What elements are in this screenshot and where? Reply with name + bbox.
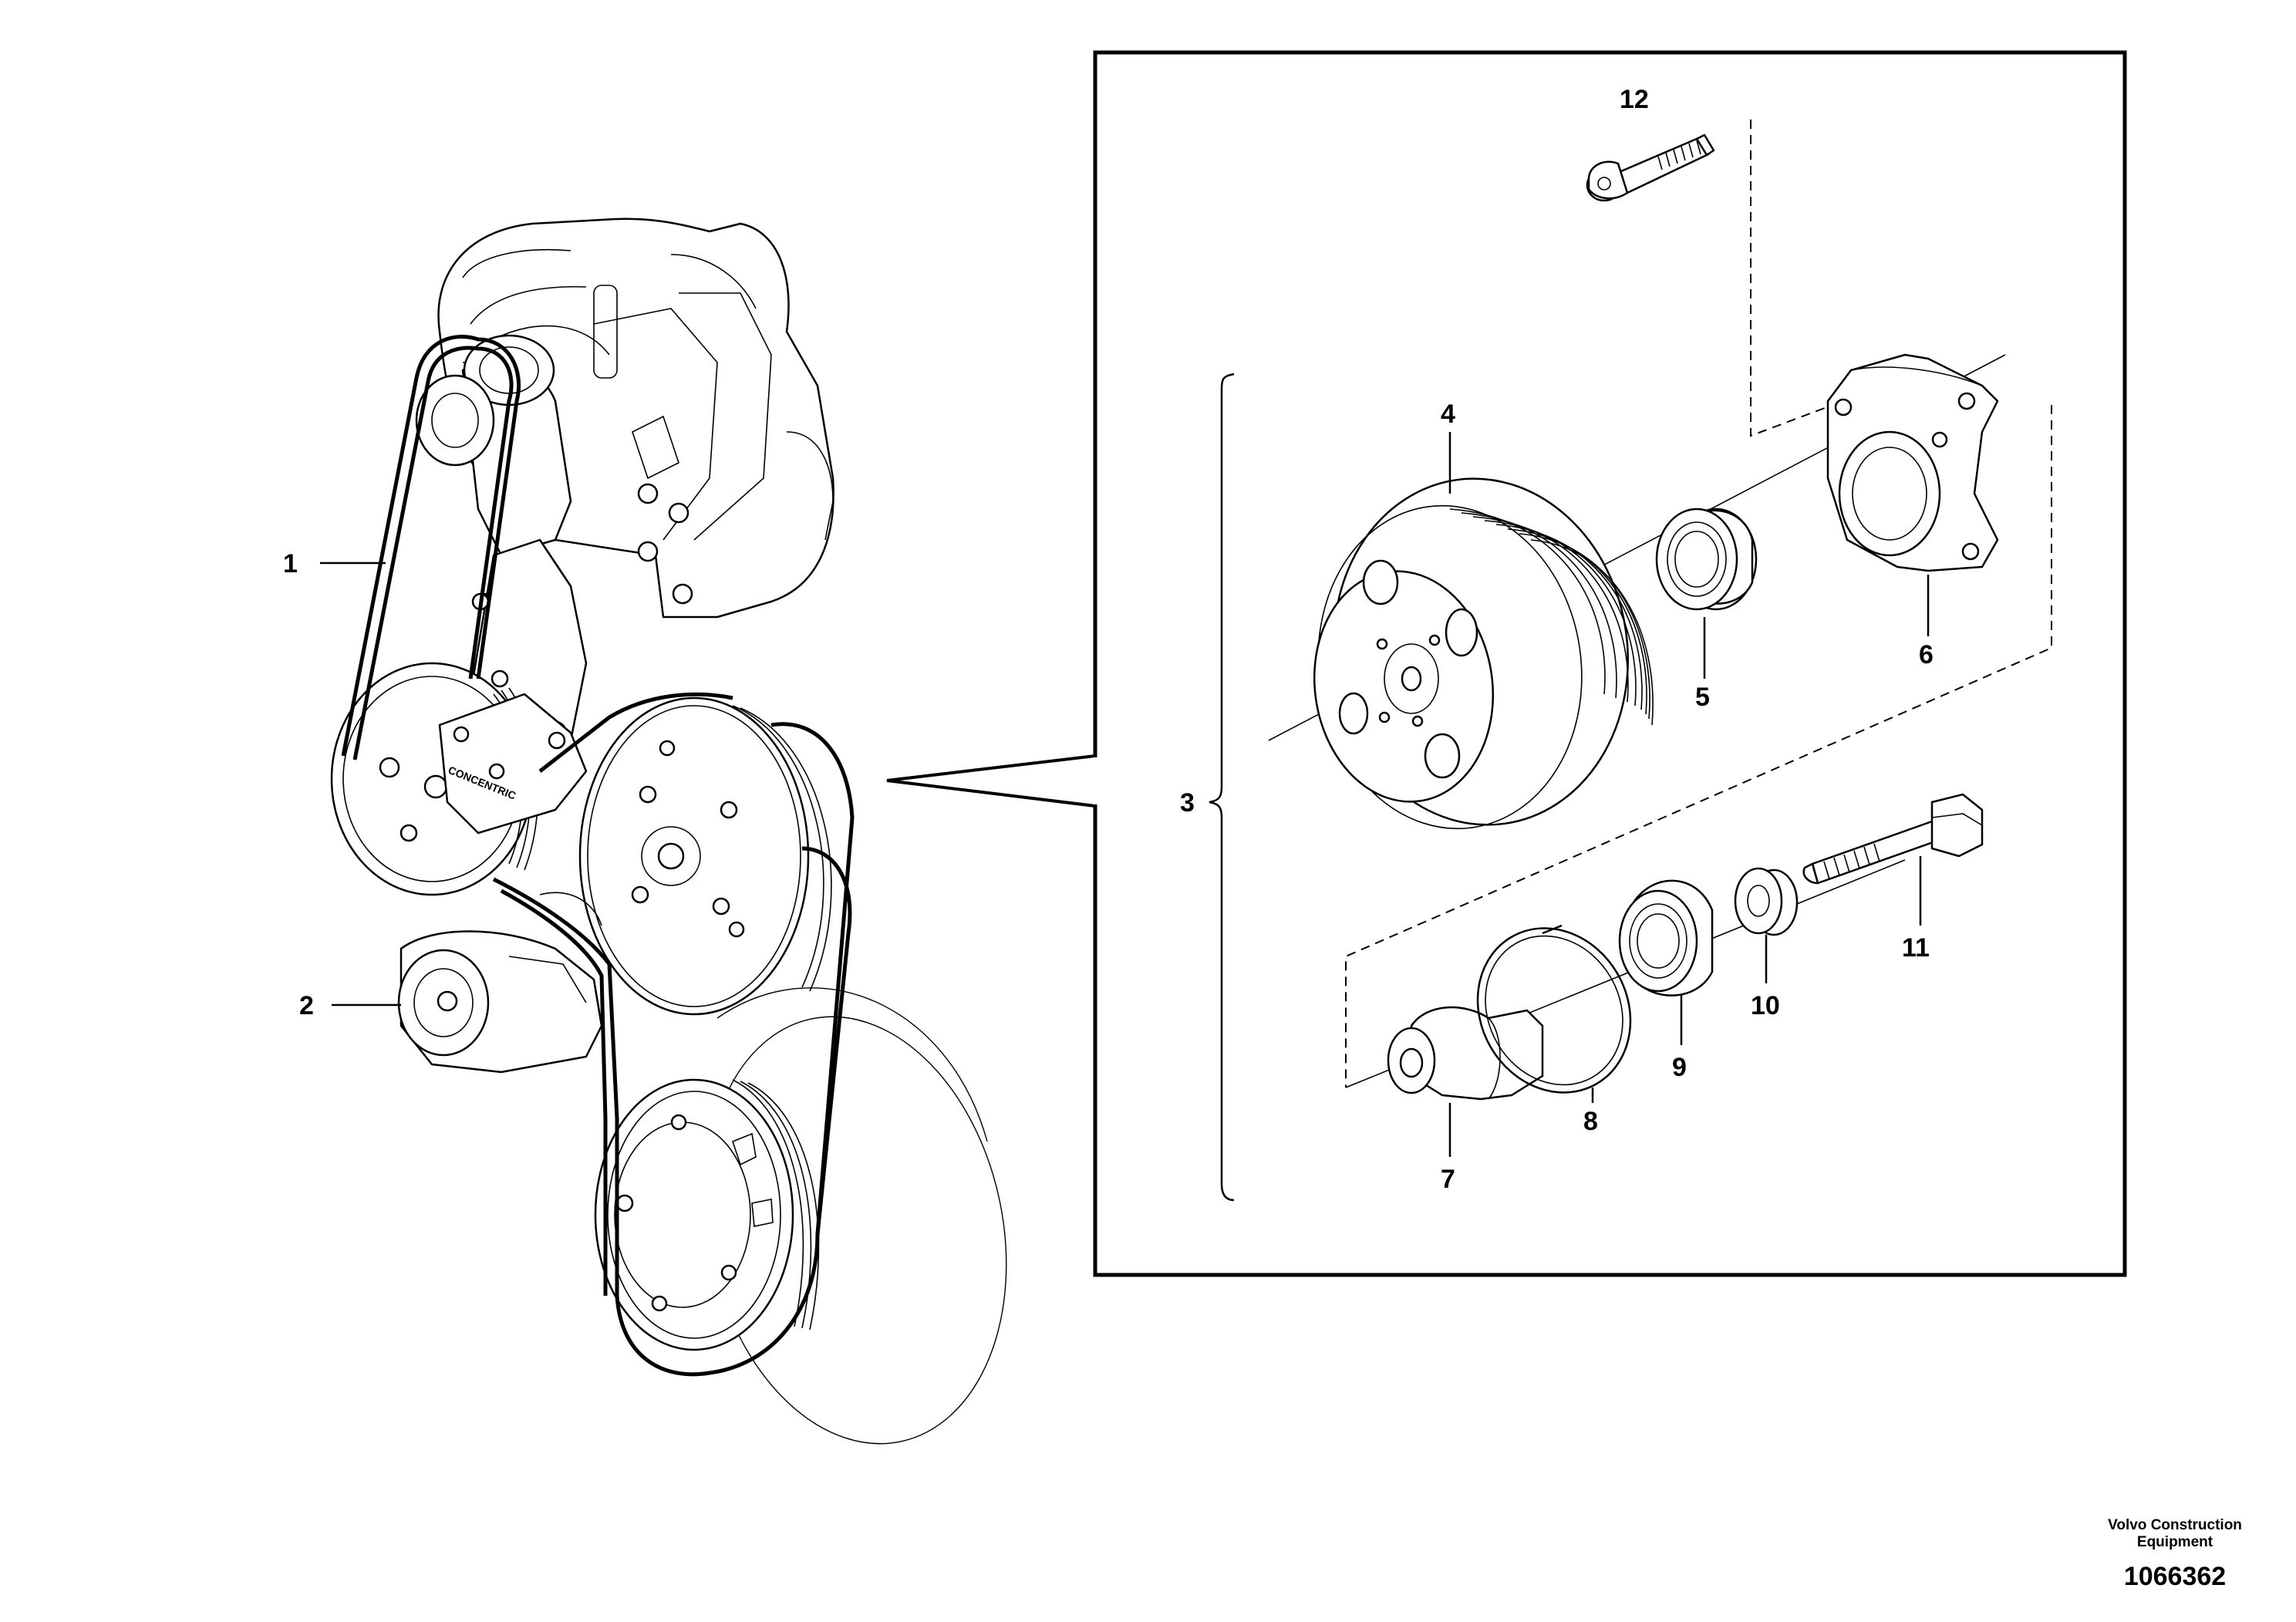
part-4-pulley: [1313, 477, 1654, 830]
part-8-circlip: [1476, 924, 1632, 1094]
fan-drive-pulley: [578, 696, 832, 1016]
crankshaft-pulley: [594, 1078, 820, 1351]
callout-7: 7: [1441, 1165, 1455, 1194]
callout-8: 8: [1583, 1107, 1598, 1136]
part-7-spacer: [1387, 1006, 1544, 1101]
part-6-hub: [1826, 353, 1999, 572]
tensioner-body: CONCENTRIC: [438, 693, 588, 835]
drive-belt: [341, 335, 855, 1377]
top-pulley: [415, 334, 572, 557]
callout-9: 9: [1672, 1053, 1687, 1082]
part-10-washer: [1734, 867, 1799, 936]
idler-pulley-2: [397, 892, 603, 1074]
callout-6: 6: [1919, 640, 1934, 669]
callout-12: 12: [1620, 85, 1649, 114]
callout-11: 11: [1902, 933, 1930, 963]
detail-box: [1093, 50, 2127, 1277]
company-name-line1: Volvo Construction: [2108, 1517, 2242, 1533]
group-bracket: [1209, 373, 1235, 1202]
drawing-number: 1066362: [2124, 1562, 2226, 1591]
callout-3: 3: [1180, 788, 1195, 818]
detail-pointer: [886, 754, 1096, 808]
engine-assembly-view: CONCENTRIC: [330, 218, 1007, 1445]
callout-5: 5: [1695, 683, 1710, 712]
part-5-bearing: [1655, 508, 1758, 611]
callout-2: 2: [299, 991, 314, 1020]
callout-4: 4: [1441, 400, 1455, 429]
part-9-bearing: [1618, 879, 1714, 996]
part-11-bolt: [1802, 793, 1984, 885]
callout-10: 10: [1751, 991, 1780, 1020]
part-12-screw: [1586, 133, 1715, 202]
company-name-line2: Equipment: [2137, 1534, 2213, 1550]
callout-1: 1: [283, 549, 298, 578]
